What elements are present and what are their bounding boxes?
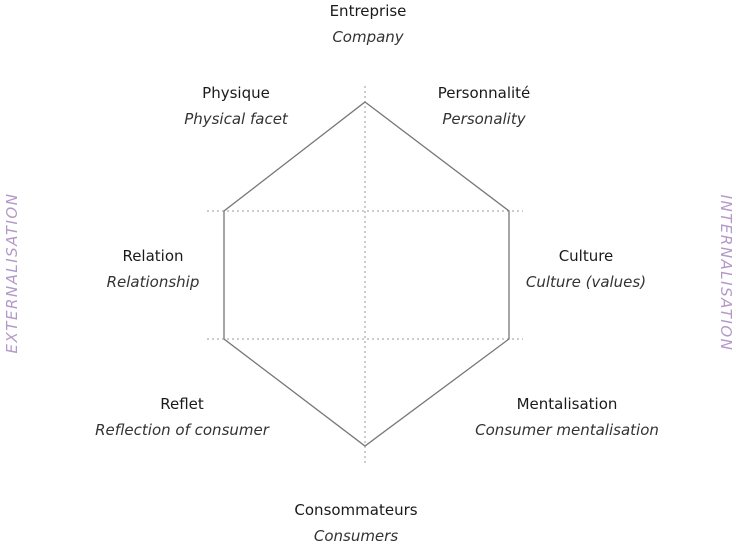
label-culture-en: Culture (values)	[525, 273, 647, 291]
label-mentalisation-en: Consumer mentalisation	[475, 421, 659, 439]
label-culture: Culture Culture (values)	[486, 247, 686, 291]
label-personnalite-en: Personality	[442, 110, 526, 128]
label-physique-en: Physical facet	[184, 110, 288, 128]
internalisation-axis-label: INTERNALISATION	[717, 194, 735, 352]
externalisation-axis-label: EXTERNALISATION	[3, 192, 21, 354]
label-culture-fr: Culture	[558, 247, 614, 265]
hexagon-prism	[223, 101, 510, 447]
label-personnalite: Personnalité Personality	[384, 84, 584, 128]
label-consommateurs-fr: Consommateurs	[294, 501, 418, 519]
label-entreprise-en: Company	[332, 28, 404, 46]
label-consommateurs-en: Consumers	[313, 527, 399, 545]
label-consommateurs: Consommateurs Consumers	[256, 501, 456, 545]
label-mentalisation: Mentalisation Consumer mentalisation	[447, 395, 687, 439]
label-relation-en: Relationship	[106, 273, 200, 291]
label-entreprise: Entreprise Company	[268, 2, 468, 46]
label-entreprise-fr: Entreprise	[329, 2, 407, 20]
label-reflet: Reflet Reflection of consumer	[72, 395, 292, 439]
label-relation: Relation Relationship	[48, 247, 258, 291]
label-relation-fr: Relation	[122, 247, 184, 265]
label-personnalite-fr: Personnalité	[437, 84, 531, 102]
label-physique: Physique Physical facet	[136, 84, 336, 128]
label-mentalisation-fr: Mentalisation	[516, 395, 618, 413]
label-reflet-fr: Reflet	[160, 395, 204, 413]
label-reflet-en: Reflection of consumer	[95, 421, 269, 439]
label-physique-fr: Physique	[202, 84, 270, 102]
